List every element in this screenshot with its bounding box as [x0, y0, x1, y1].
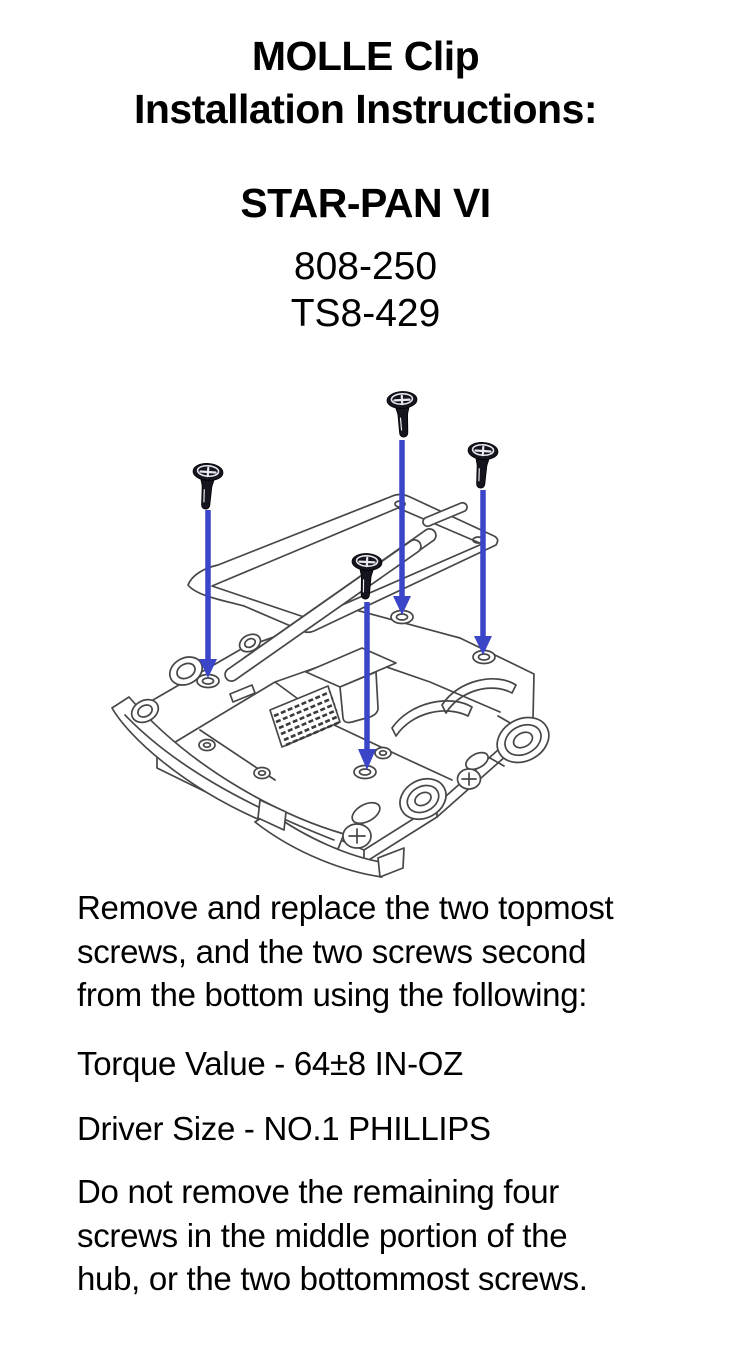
instruction-paragraph: Remove and replace the two topmost screw… — [77, 889, 614, 1013]
hub-deck-details — [198, 684, 392, 780]
hub-handles — [391, 678, 517, 737]
label-patch — [269, 685, 341, 748]
screw-icon-3 — [464, 440, 500, 491]
screw-arrow-4 — [358, 602, 376, 770]
driver-size-line: Driver Size - NO.1 PHILLIPS — [77, 1110, 491, 1147]
screw-arrow-1 — [199, 510, 217, 678]
product-name: STAR-PAN VI — [240, 180, 491, 226]
part-numbers: 808-250 TS8-429 — [290, 245, 441, 335]
hub-right-ports — [342, 715, 550, 849]
clip-rails — [224, 528, 437, 682]
hub-body — [119, 608, 535, 864]
screw-arrow-2 — [393, 440, 411, 615]
warning-paragraph: Do not remove the remaining four screws … — [77, 1173, 588, 1297]
screw-icon-2 — [385, 389, 421, 439]
screw-icon-1 — [189, 461, 225, 512]
installation-diagram — [100, 372, 630, 882]
torque-value-line: Torque Value - 64±8 IN-OZ — [77, 1045, 464, 1082]
screw-arrow-3 — [474, 490, 492, 655]
page-title: MOLLE Clip Installation Instructions: — [133, 33, 598, 132]
